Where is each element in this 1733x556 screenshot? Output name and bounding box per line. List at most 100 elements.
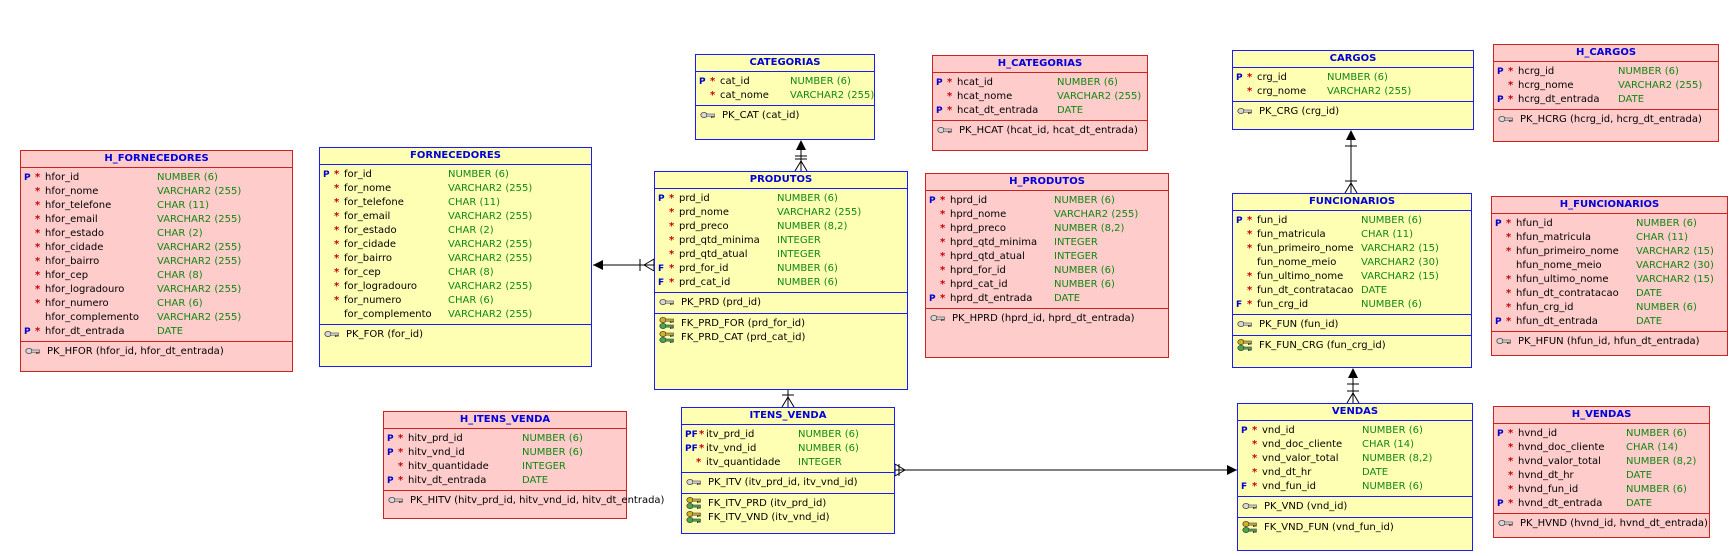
column-type: NUMBER (6) xyxy=(1626,428,1687,439)
pk-key-icon xyxy=(937,127,952,133)
pk-key-icon xyxy=(930,315,945,321)
column-required-mark: * xyxy=(398,461,404,472)
column-name: hfor_numero xyxy=(45,298,109,309)
entity-title: H_FORNECEDORES xyxy=(21,151,292,168)
rel-cargos-funcionarios-arrowhead xyxy=(1346,130,1356,140)
column-type: NUMBER (8,2) xyxy=(1054,223,1125,234)
column-name: vnd_doc_cliente xyxy=(1262,439,1343,450)
primary-key-row: PK_PRD (prd_id) xyxy=(655,296,907,310)
column-required-mark: * xyxy=(1247,229,1253,240)
entity-title: PRODUTOS xyxy=(655,172,907,189)
column-required-mark: * xyxy=(35,242,41,253)
column-required-mark: * xyxy=(334,225,340,236)
column-key-flag: F xyxy=(658,264,665,274)
column-required-mark: * xyxy=(334,197,340,208)
pk-key-icon xyxy=(1498,520,1513,526)
column-type: VARCHAR2 (255) xyxy=(1618,80,1703,91)
column-type: VARCHAR2 (255) xyxy=(1327,86,1412,97)
column-required-mark: * xyxy=(1252,425,1258,436)
column-name: hfun_crg_id xyxy=(1516,302,1574,313)
column-type: NUMBER (6) xyxy=(1327,72,1388,83)
column-name: for_complemento xyxy=(344,309,432,320)
column-required-mark: * xyxy=(699,429,705,440)
column-required-mark: * xyxy=(1508,484,1514,495)
column-required-mark: * xyxy=(35,298,41,309)
fk-key-icon xyxy=(1242,521,1257,533)
key-text: PK_HCAT (hcat_id, hcat_dt_entrada) xyxy=(959,125,1138,136)
column-required-mark: * xyxy=(940,209,946,220)
key-text: FK_ITV_PRD (itv_prd_id) xyxy=(708,498,827,509)
key-text: FK_VND_FUN (vnd_fun_id) xyxy=(1264,522,1394,533)
column-type: NUMBER (6) xyxy=(1361,215,1422,226)
column-required-mark: * xyxy=(1506,218,1512,229)
column-type: VARCHAR2 (255) xyxy=(157,242,242,253)
key-text: FK_FUN_CRG (fun_crg_id) xyxy=(1259,340,1386,351)
column-type: NUMBER (6) xyxy=(448,169,509,180)
column-type: DATE xyxy=(157,326,184,337)
foreign-key-row: FK_PRD_CAT (prd_cat_id) xyxy=(655,331,907,345)
column-name: vnd_fun_id xyxy=(1262,481,1316,492)
column-required-mark: * xyxy=(947,77,953,88)
column-name: hfor_email xyxy=(45,214,98,225)
column-name: cat_id xyxy=(720,76,750,87)
column-type: NUMBER (6) xyxy=(522,447,583,458)
primary-key-section: PK_HITV (hitv_prd_id, hitv_vnd_id, hitv_… xyxy=(384,490,664,511)
column-required-mark: * xyxy=(940,251,946,262)
column-name: hitv_vnd_id xyxy=(408,447,465,458)
column-required-mark: * xyxy=(940,195,946,206)
key-text: PK_HPRD (hprd_id, hprd_dt_entrada) xyxy=(952,313,1135,324)
rel-vendas-itens-venda-arrowhead xyxy=(1227,465,1237,475)
column-name: hvnd_dt_entrada xyxy=(1518,498,1603,509)
column-name: hfun_dt_entrada xyxy=(1516,316,1598,327)
foreign-key-row: FK_VND_FUN (vnd_fun_id) xyxy=(1238,521,1472,535)
rel-categorias-produtos-arrowhead xyxy=(796,140,806,150)
column-key-flag: P xyxy=(24,173,31,183)
column-name: fun_nome_meio xyxy=(1257,257,1337,268)
column-required-mark: * xyxy=(334,267,340,278)
entity-title: VENDAS xyxy=(1238,404,1472,421)
column-required-mark: * xyxy=(947,105,953,116)
column-key-flag: P xyxy=(1497,499,1504,509)
column-name: vnd_valor_total xyxy=(1262,453,1339,464)
column-required-mark: * xyxy=(334,295,340,306)
column-type: NUMBER (6) xyxy=(157,172,218,183)
column-type: VARCHAR2 (30) xyxy=(1361,257,1439,268)
pk-key-icon xyxy=(686,479,701,485)
